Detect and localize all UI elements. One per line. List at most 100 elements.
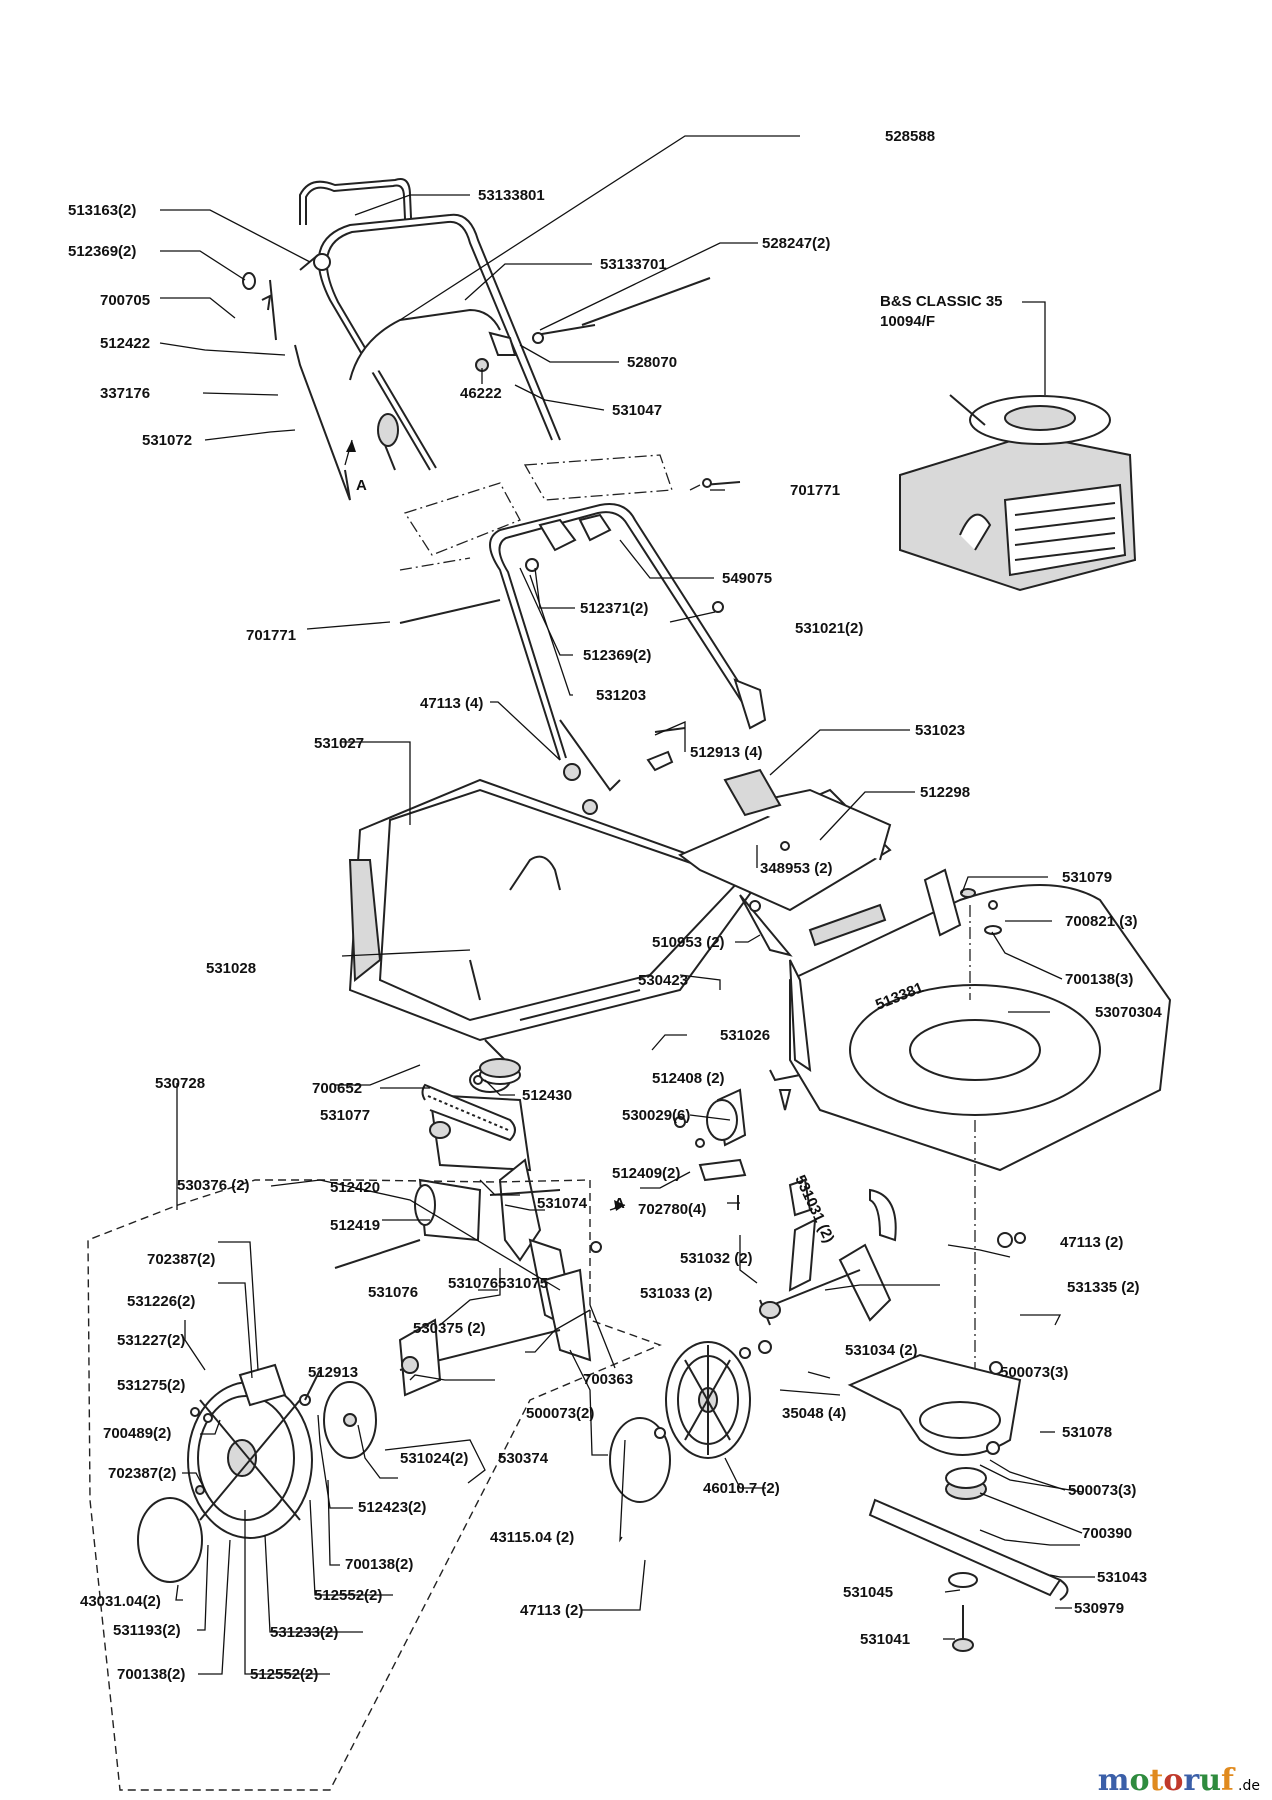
watermark-suffix: .de [1238, 1778, 1260, 1794]
label-43031: 43031.04(2) [80, 1593, 161, 1610]
label-531034: 531034 (2) [845, 1342, 918, 1359]
label-512298: 512298 [920, 784, 970, 801]
lower-handle-drawing [399, 478, 767, 815]
grass-catcher-drawing [348, 778, 762, 1042]
label-702780: 702780(4) [638, 1201, 706, 1218]
label-47113-c: 47113 (2) [520, 1602, 583, 1619]
label-531045: 531045 [843, 1584, 893, 1601]
label-512423: 512423(2) [358, 1499, 426, 1516]
label-531077: 531077 [320, 1107, 370, 1124]
label-512369-a: 512369(2) [68, 243, 136, 260]
label-35048: 35048 (4) [782, 1405, 846, 1422]
label-512913-b: 512913 [308, 1364, 358, 1381]
label-531193: 531193(2) [113, 1622, 181, 1639]
label-A-top: A [356, 477, 367, 494]
label-531233: 531233(2) [270, 1624, 338, 1641]
watermark-letter: r [1183, 1763, 1200, 1798]
label-531075: 531075 [498, 1275, 548, 1292]
label-530728: 530728 [155, 1075, 205, 1092]
label-531026: 531026 [720, 1027, 770, 1044]
label-528247: 528247(2) [762, 235, 830, 252]
label-531076-b: 531076 [368, 1284, 418, 1301]
front-axle-drawing [674, 1069, 1026, 1326]
label-531041: 531041 [860, 1631, 910, 1648]
label-531335: 531335 (2) [1067, 1279, 1140, 1296]
label-A-bottom: A [614, 1195, 625, 1212]
label-512422: 512422 [100, 335, 150, 352]
label-549075: 549075 [722, 570, 772, 587]
label-531226: 531226(2) [127, 1293, 195, 1310]
label-530423: 530423 [638, 972, 688, 989]
watermark-letter: o [1129, 1763, 1149, 1798]
label-500073-b: 500073(2) [526, 1405, 594, 1422]
watermark-letter: f [1221, 1763, 1236, 1798]
label-512552-a: 512552(2) [314, 1587, 382, 1604]
label-700390: 700390 [1082, 1525, 1132, 1542]
label-512913-a: 512913 (4) [690, 744, 763, 761]
label-513163: 513163(2) [68, 202, 136, 219]
label-510953: 510953 (2) [652, 934, 725, 951]
label-46010: 46010.7 (2) [703, 1480, 780, 1497]
label-700705: 700705 [100, 292, 150, 309]
engine-model-label: B&S CLASSIC 35 [880, 293, 1003, 310]
label-531024: 531024(2) [400, 1450, 468, 1467]
label-531023: 531023 [915, 722, 965, 739]
label-700138-c: 700138(2) [117, 1666, 185, 1683]
upper-handle-drawing [242, 178, 711, 501]
label-512430: 512430 [522, 1087, 572, 1104]
label-53133801: 53133801 [478, 187, 545, 204]
label-700489: 700489(2) [103, 1425, 171, 1442]
engine-code-label: 10094/F [880, 313, 935, 330]
label-531047: 531047 [612, 402, 662, 419]
label-47113-b: 47113 (2) [1060, 1234, 1123, 1251]
label-700138-b: 700138(2) [345, 1556, 413, 1573]
label-531079: 531079 [1062, 869, 1112, 886]
label-348953: 348953 (2) [760, 860, 833, 877]
label-531033: 531033 (2) [640, 1285, 713, 1302]
label-528070: 528070 [627, 354, 677, 371]
label-53133701: 53133701 [600, 256, 667, 273]
label-531078: 531078 [1062, 1424, 1112, 1441]
watermark-letter: t [1150, 1763, 1164, 1798]
label-43115: 43115.04 (2) [490, 1529, 574, 1546]
label-701771-b: 701771 [246, 627, 296, 644]
label-531028: 531028 [206, 960, 256, 977]
watermark-letter: u [1199, 1763, 1221, 1798]
label-530374: 530374 [498, 1450, 549, 1467]
label-512419: 512419 [330, 1217, 380, 1234]
label-512420: 512420 [330, 1179, 380, 1196]
label-500073-a: 500073(3) [1000, 1364, 1068, 1381]
label-531203: 531203 [596, 687, 646, 704]
label-512408: 512408 (2) [652, 1070, 725, 1087]
mower-deck-drawing [789, 868, 1172, 1380]
reference-arrows [344, 439, 626, 1211]
label-500073-c: 500073(3) [1068, 1482, 1136, 1499]
watermark-letter: o [1163, 1763, 1183, 1798]
discharge-flap-drawing [678, 768, 892, 957]
blade-assembly-drawing [847, 1353, 1069, 1652]
label-531072: 531072 [142, 432, 192, 449]
label-700821: 700821 (3) [1065, 913, 1138, 930]
label-531032: 531032 (2) [680, 1250, 753, 1267]
label-531027: 531027 [314, 735, 364, 752]
label-530376: 530376 (2) [177, 1177, 250, 1194]
label-512552-b: 512552(2) [250, 1666, 318, 1683]
label-512371: 512371(2) [580, 600, 648, 617]
label-531074: 531074 [537, 1195, 588, 1212]
engine-drawing [899, 394, 1137, 592]
label-512369-b: 512369(2) [583, 647, 651, 664]
label-700652: 700652 [312, 1080, 362, 1097]
front-wheel-drawing [609, 1340, 772, 1503]
label-531043: 531043 [1097, 1569, 1147, 1586]
label-700363: 700363 [583, 1371, 633, 1388]
watermark-text: motoruf [1098, 1763, 1236, 1798]
label-512409: 512409(2) [612, 1165, 680, 1182]
label-531227: 531227(2) [117, 1332, 185, 1349]
label-528588: 528588 [885, 128, 935, 145]
label-337176: 337176 [100, 385, 150, 402]
label-530029: 530029(6) [622, 1107, 690, 1124]
label-702387-a: 702387(2) [147, 1251, 215, 1268]
label-53070304: 53070304 [1095, 1004, 1162, 1021]
